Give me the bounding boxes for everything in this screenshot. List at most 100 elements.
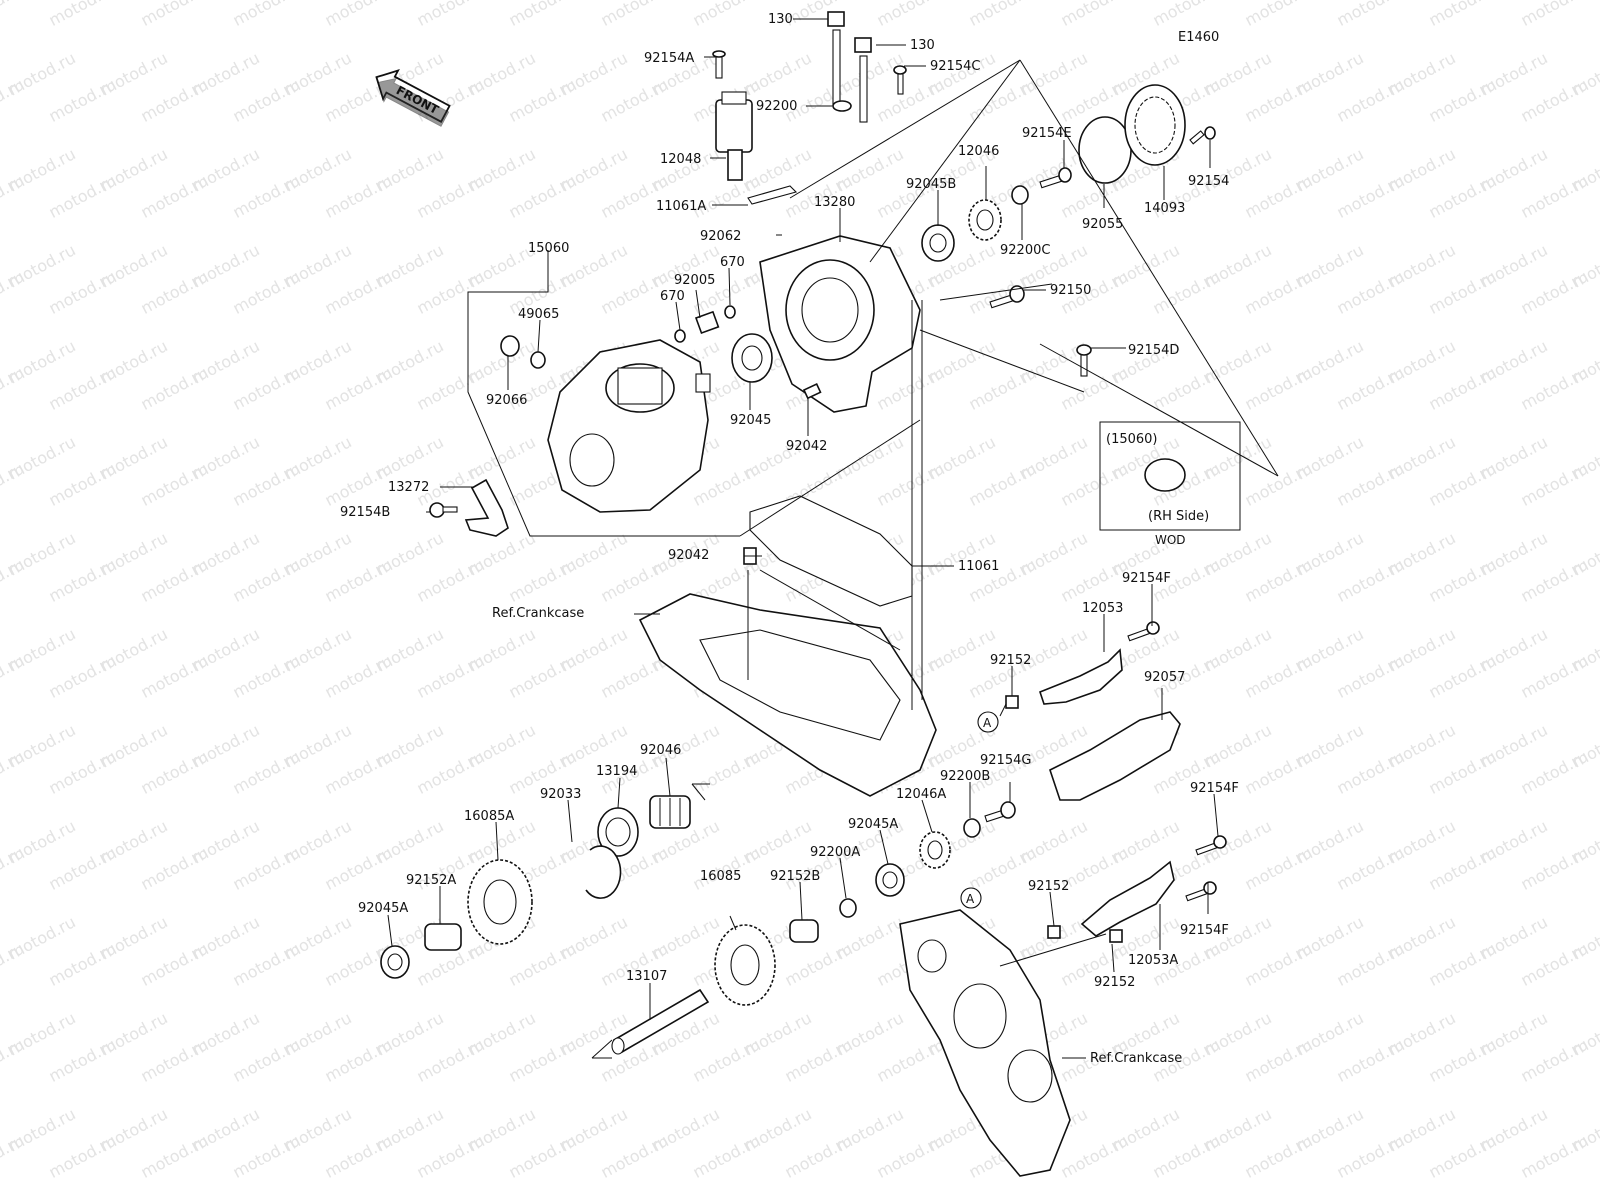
watermark-text: motod.ru bbox=[1426, 747, 1500, 798]
watermark-text: motod.ru bbox=[1150, 1131, 1224, 1182]
watermark-text: motod.ru bbox=[46, 267, 120, 318]
watermark-text: motod.ru bbox=[1518, 171, 1592, 222]
watermark-text: motod.ru bbox=[138, 651, 212, 702]
label-92152-upper: 92152 bbox=[990, 653, 1031, 668]
watermark-text: motod.ru bbox=[0, 0, 27, 30]
watermark-text: motod.ru bbox=[1242, 267, 1316, 318]
watermark-text: motod.ru bbox=[1150, 267, 1224, 318]
watermark-text: motod.ru bbox=[966, 0, 1040, 30]
watermark-text: motod.ru bbox=[322, 171, 396, 222]
watermark-text: motod.ru bbox=[690, 1035, 764, 1086]
watermark-text: motod.ru bbox=[1518, 0, 1592, 30]
watermark-text: motod.ru bbox=[1242, 363, 1316, 414]
watermark-text: motod.ru bbox=[506, 651, 580, 702]
watermark-text: motod.ru bbox=[1426, 171, 1500, 222]
watermark-text: motod.ru bbox=[322, 747, 396, 798]
label-92150: 92150 bbox=[1050, 283, 1091, 298]
watermark-text: motod.ru bbox=[1150, 0, 1224, 30]
watermark-text: motod.ru bbox=[138, 1035, 212, 1086]
watermark-text: motod.ru bbox=[1058, 459, 1132, 510]
o-ring-670-right-icon bbox=[724, 305, 736, 319]
watermark-text: motod.ru bbox=[1242, 939, 1316, 990]
gasket-11061-icon bbox=[749, 495, 913, 607]
label-130-lower: 130 bbox=[910, 38, 935, 53]
watermark-text: motod.ru bbox=[1518, 267, 1592, 318]
inset-cover-icon bbox=[1144, 458, 1186, 492]
watermark-text: motod.ru bbox=[230, 747, 304, 798]
gear-12046A-icon bbox=[919, 831, 951, 869]
bolt-92154D-icon bbox=[1076, 344, 1092, 377]
chain-guide-12053-icon bbox=[1039, 648, 1123, 705]
label-12046A: 12046A bbox=[896, 787, 946, 802]
watermark-text: motod.ru bbox=[1426, 651, 1500, 702]
watermark-text: motod.ru bbox=[138, 555, 212, 606]
label-92152-middle: 92152 bbox=[1028, 879, 1069, 894]
label-ref-crankcase-lower: Ref.Crankcase bbox=[1090, 1051, 1182, 1066]
watermark-text: motod.ru bbox=[1242, 747, 1316, 798]
watermark-text: motod.ru bbox=[46, 0, 120, 30]
watermark-text: motod.ru bbox=[322, 1131, 396, 1182]
callout-a-upper: A bbox=[977, 711, 999, 733]
watermark-text: motod.ru bbox=[230, 363, 304, 414]
bolt-92154F-lower-icon bbox=[1185, 881, 1217, 902]
watermark-text: motod.ru bbox=[1242, 843, 1316, 894]
label-92152A: 92152A bbox=[406, 873, 456, 888]
watermark-text: motod.ru bbox=[46, 1131, 120, 1182]
watermark-text: motod.ru bbox=[1518, 747, 1592, 798]
clutch-13194-icon bbox=[597, 807, 639, 857]
bolt-92154G-icon bbox=[984, 801, 1016, 823]
label-92154A: 92154A bbox=[644, 51, 694, 66]
watermark-text: motod.ru bbox=[1518, 843, 1592, 894]
watermark-text: motod.ru bbox=[1242, 75, 1316, 126]
watermark-text: motod.ru bbox=[230, 1131, 304, 1182]
label-92057: 92057 bbox=[1144, 670, 1185, 685]
label-92045A-middle: 92045A bbox=[848, 817, 898, 832]
label-92045A-left: 92045A bbox=[358, 901, 408, 916]
bearing-92045B-icon bbox=[921, 224, 955, 262]
crankcase-reference-lower-icon bbox=[899, 909, 1071, 1177]
watermark-text: motod.ru bbox=[46, 1035, 120, 1086]
label-12048: 12048 bbox=[660, 152, 701, 167]
watermark-text: motod.ru bbox=[1518, 1131, 1592, 1182]
watermark-text: motod.ru bbox=[1426, 1131, 1500, 1182]
watermark-text: motod.ru bbox=[414, 1035, 488, 1086]
bolt-130-lower-icon bbox=[854, 37, 872, 123]
watermark-text: motod.ru bbox=[138, 1131, 212, 1182]
watermark-text: motod.ru bbox=[138, 459, 212, 510]
watermark-text: motod.ru bbox=[230, 939, 304, 990]
gear-12046-icon bbox=[968, 199, 1002, 241]
watermark-text: motod.ru bbox=[138, 75, 212, 126]
bolt-130-upper-icon bbox=[827, 11, 845, 107]
label-92042-upper: 92042 bbox=[786, 439, 827, 454]
diagram-code: E1460 bbox=[1178, 30, 1219, 45]
watermark-text: motod.ru bbox=[230, 75, 304, 126]
watermark-text: motod.ru bbox=[1334, 1131, 1408, 1182]
label-92042-lower: 92042 bbox=[668, 548, 709, 563]
label-92154F-middle: 92154F bbox=[1190, 781, 1239, 796]
watermark-text: motod.ru bbox=[506, 75, 580, 126]
watermark-text: motod.ru bbox=[1426, 363, 1500, 414]
watermark-text: motod.ru bbox=[46, 459, 120, 510]
label-670-right: 670 bbox=[720, 255, 745, 270]
label-92066: 92066 bbox=[486, 393, 527, 408]
o-ring-92055-icon bbox=[1078, 116, 1132, 184]
chain-guide-12053A-icon bbox=[1080, 860, 1175, 937]
watermark-text: motod.ru bbox=[1242, 1035, 1316, 1086]
watermark-text: motod.ru bbox=[598, 75, 672, 126]
label-13107: 13107 bbox=[626, 969, 667, 984]
watermark-text: motod.ru bbox=[506, 939, 580, 990]
watermark-text: motod.ru bbox=[506, 1131, 580, 1182]
dowel-pin-92042-upper-icon bbox=[802, 383, 822, 400]
label-92200A: 92200A bbox=[810, 845, 860, 860]
label-11061: 11061 bbox=[958, 559, 999, 574]
watermark-text: motod.ru bbox=[138, 363, 212, 414]
washer-92200C-icon bbox=[1011, 185, 1029, 205]
watermark-text: motod.ru bbox=[1426, 75, 1500, 126]
watermark-text: motod.ru bbox=[1426, 555, 1500, 606]
label-92154D: 92154D bbox=[1128, 343, 1179, 358]
watermark-text: motod.ru bbox=[1518, 459, 1592, 510]
inset-tag-label: WOD bbox=[1155, 533, 1186, 547]
collar-92152A-icon bbox=[424, 923, 462, 951]
watermark-text: motod.ru bbox=[1334, 171, 1408, 222]
label-15060: 15060 bbox=[528, 241, 569, 256]
